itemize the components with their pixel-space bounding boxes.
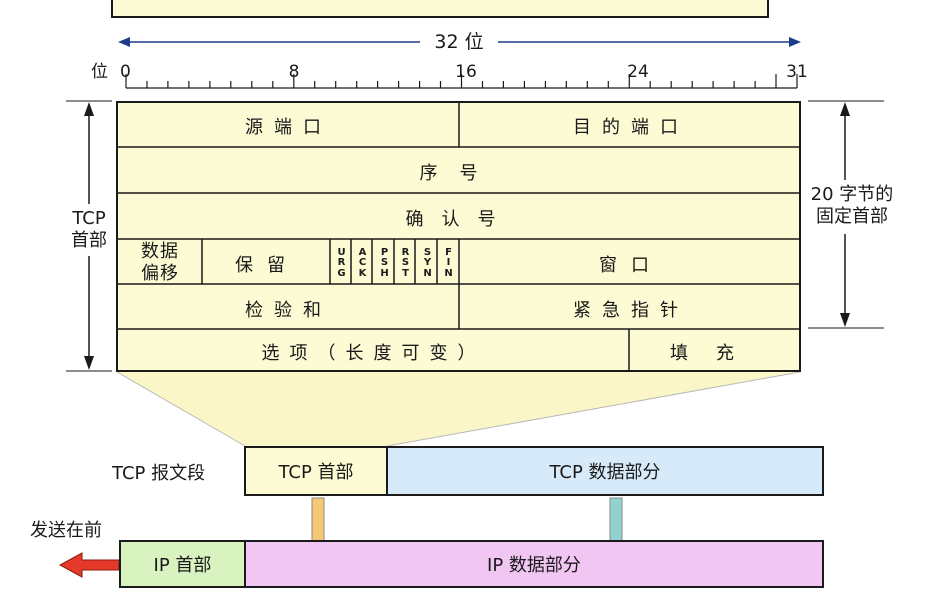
ip-header-box: IP 首部 <box>119 540 246 588</box>
flag-letter: R <box>401 246 410 258</box>
flag-letter: C <box>358 257 367 269</box>
tcp-segment-label: TCP 报文段 <box>112 463 206 484</box>
flag-letter: G <box>337 267 346 279</box>
ip-data-box: IP 数据部分 <box>244 540 824 588</box>
ruler-tick-label: 8 <box>288 62 300 82</box>
options-field: 选项（长度可变） <box>261 342 486 364</box>
tcp-header-dimension <box>66 100 112 372</box>
sequence-number-field: 序号 <box>419 163 500 184</box>
reserved-field: 保留 <box>235 254 299 276</box>
bits-span-arrow <box>118 37 801 47</box>
flag-letter: H <box>380 267 389 279</box>
bit-ruler <box>125 74 798 89</box>
fixed-header-label: 20 字节的 固定首部 <box>810 184 894 227</box>
destination-port-field: 目的端口 <box>573 117 689 138</box>
ruler-tick-label: 31 <box>786 62 808 82</box>
tcp-header-label: TCP 首部 <box>71 208 107 251</box>
send-first-label: 发送在前 <box>30 520 102 541</box>
flag-letter: K <box>358 267 367 279</box>
bits-span-label: 32 位 <box>434 31 484 53</box>
flag-letter: S <box>380 257 389 269</box>
tcp-header-box: TCP 首部 <box>244 446 388 496</box>
preceding-box <box>111 0 769 18</box>
flag-letter: Y <box>423 257 432 269</box>
expansion-trapezoid <box>117 372 800 446</box>
flag-letter: T <box>402 267 409 279</box>
flag-letter: N <box>423 267 432 279</box>
header-grid-lines <box>116 101 801 372</box>
ack-number-field: 确认号 <box>405 209 514 230</box>
flag-letter: S <box>401 257 410 269</box>
ruler-tick-label: 24 <box>627 62 649 82</box>
flag-letter: F <box>445 246 452 258</box>
flag-letter: S <box>423 246 432 258</box>
padding-field: 填充 <box>670 342 762 364</box>
tcp-data-box: TCP 数据部分 <box>386 446 824 496</box>
flag-letter: R <box>337 257 346 269</box>
checksum-field: 检验和 <box>245 299 332 321</box>
fixed-header-dimension <box>808 100 884 329</box>
flag-letter: I <box>446 257 451 269</box>
bit-unit-label: 位 <box>91 62 108 82</box>
ruler-tick-label: 0 <box>120 62 131 82</box>
window-field: 窗口 <box>599 254 663 276</box>
source-port-field: 源端口 <box>245 117 332 138</box>
urgent-pointer-field: 紧急指针 <box>573 299 689 321</box>
send-first-arrow <box>58 552 120 578</box>
ruler-tick-label: 16 <box>455 62 477 82</box>
flag-letter: N <box>444 267 453 279</box>
data-offset-field: 数据 偏移 <box>141 241 179 284</box>
flag-letter: U <box>337 246 346 258</box>
flag-letter: P <box>380 246 389 258</box>
flag-letter: A <box>358 246 367 258</box>
